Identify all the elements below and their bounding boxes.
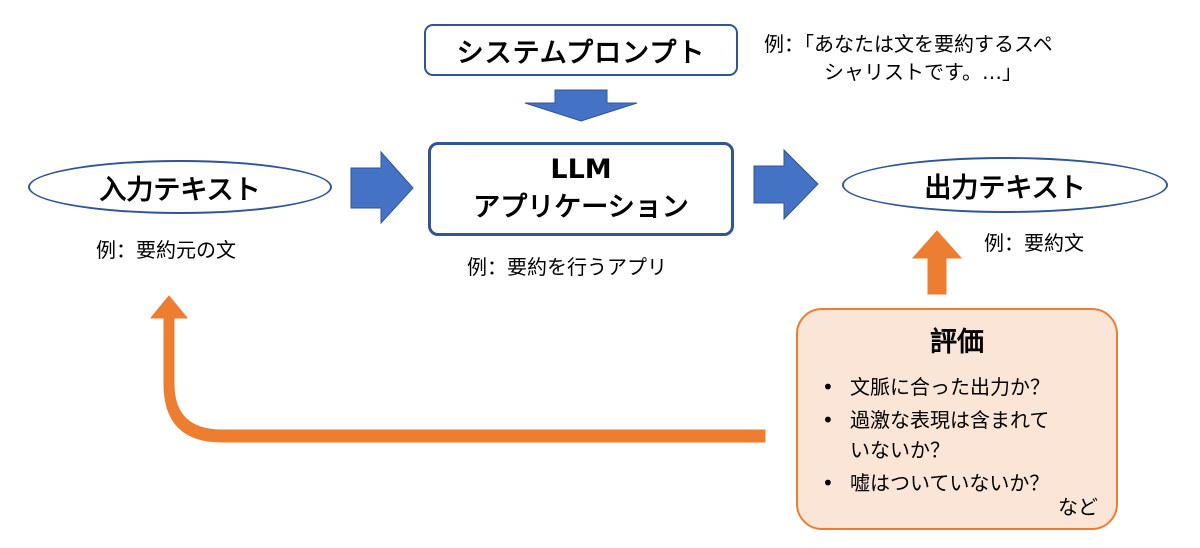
input-text-node: 入力テキスト <box>28 160 332 214</box>
arrow-down-system-to-llm <box>524 89 638 122</box>
llm-label-line1: LLM <box>550 154 612 185</box>
evaluation-box: 評価 • 文脈に合った出力か？ • 過激な表現は含まれて いないか？ • 嘘はつ… <box>796 308 1118 530</box>
evaluation-list: • 文脈に合った出力か？ • 過激な表現は含まれて いないか？ • 嘘はついてい… <box>820 372 1050 501</box>
evaluation-item: • 文脈に合った出力か？ <box>820 372 1050 402</box>
evaluation-item-line2: いないか？ <box>850 438 950 462</box>
evaluation-title: 評価 <box>930 327 984 358</box>
output-text-example: 例：要約文 <box>984 231 1084 255</box>
llm-application-box: LLM アプリケーション <box>428 142 734 236</box>
system-prompt-box: システムプロンプト <box>424 24 738 76</box>
bullet-icon: • <box>822 471 834 495</box>
system-prompt-example: 例：「あなたは文を要約するスペ シャリストです。…」 <box>764 30 1053 86</box>
system-prompt-example-line2: シャリストです。…」 <box>824 60 1022 84</box>
evaluation-item-line1: 文脈に合った出力か？ <box>850 375 1050 399</box>
input-text-example: 例：要約元の文 <box>96 238 236 262</box>
input-text-label: 入力テキスト <box>99 174 261 206</box>
output-text-label: 出力テキスト <box>924 172 1086 204</box>
arrow-right-llm-to-output <box>753 148 819 221</box>
bullet-icon: • <box>822 408 834 432</box>
evaluation-item-line1: 過激な表現は含まれて <box>850 408 1050 432</box>
arrow-up-eval-to-output <box>911 230 963 295</box>
arrow-right-input-to-llm <box>350 150 414 225</box>
evaluation-more: など <box>1058 495 1098 519</box>
evaluation-item: • 過激な表現は含まれて いないか？ <box>820 405 1050 465</box>
llm-label-line2: アプリケーション <box>473 192 689 223</box>
output-text-node: 出力テキスト <box>842 157 1168 213</box>
llm-application-example: 例：要約を行うアプリ <box>467 255 667 279</box>
evaluation-item-line1: 嘘はついていないか？ <box>850 471 1050 495</box>
arrow-feedback-eval-to-input <box>150 295 766 443</box>
system-prompt-label: システムプロンプト <box>456 37 706 69</box>
evaluation-item: • 嘘はついていないか？ <box>820 468 1050 498</box>
system-prompt-example-line1: 例：「あなたは文を要約するスペ <box>764 32 1053 56</box>
bullet-icon: • <box>822 375 834 399</box>
